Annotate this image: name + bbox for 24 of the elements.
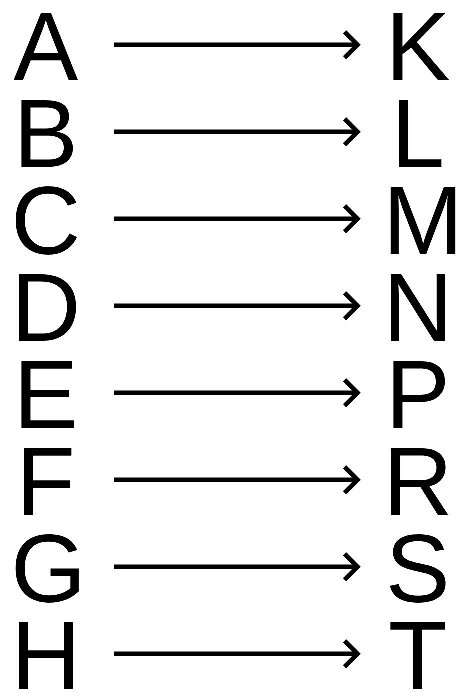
letter-label: R (391, 448, 448, 515)
letter-label: H (19, 622, 73, 689)
letter-label: T (390, 622, 446, 689)
arrow (114, 291, 361, 321)
letter-label: C (16, 186, 78, 255)
arrow (114, 30, 361, 60)
letter-label: L (399, 100, 442, 167)
letter-label: B (22, 100, 74, 167)
arrow (114, 378, 361, 408)
letter-label: A (14, 14, 78, 80)
arrow (114, 552, 361, 582)
letter-label: E (22, 362, 74, 428)
arrow (114, 639, 361, 669)
letter-label: P (394, 362, 446, 428)
letter-label: M (390, 188, 456, 254)
letter-label: D (19, 274, 76, 341)
arrow (114, 117, 361, 147)
arrow (114, 204, 361, 234)
letter-label: K (394, 14, 450, 80)
letter-label: G (16, 534, 79, 603)
letter-label: N (391, 274, 445, 341)
letter-label: S (390, 534, 446, 603)
letter-label: F (24, 448, 72, 515)
arrow (114, 465, 361, 495)
